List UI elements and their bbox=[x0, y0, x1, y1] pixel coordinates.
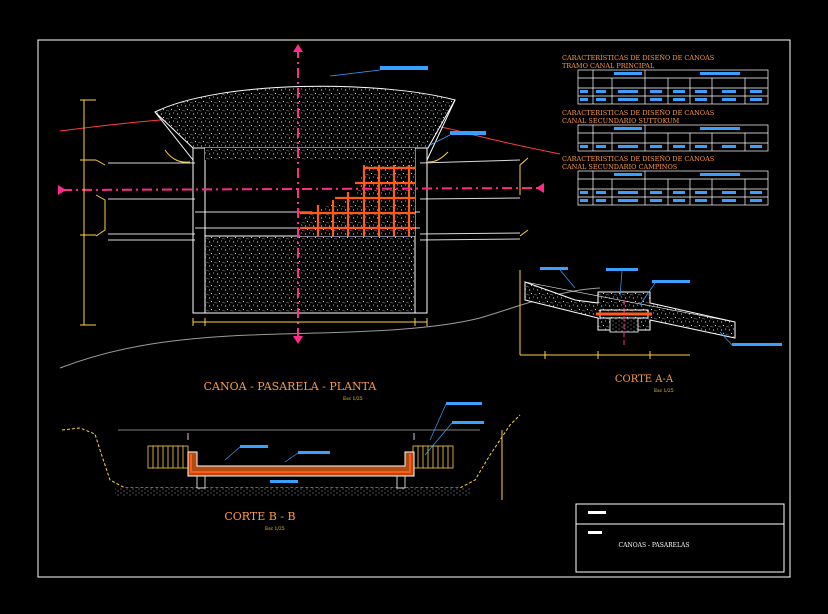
title-block-drawing-name: CANOAS - PASARELAS bbox=[619, 542, 690, 549]
section-a-a: CORTE A-A Esc 1/25 bbox=[519, 267, 782, 394]
table-2-subtitle: CANAL SECUNDARIO SUTTOKUM bbox=[562, 117, 680, 125]
plan-scale: Esc 1/25 bbox=[343, 396, 363, 402]
rebar-mesh bbox=[300, 165, 415, 236]
rock-fill-bottom bbox=[204, 235, 416, 314]
section-b-b: CORTE B - B Esc 1/25 bbox=[61, 402, 521, 532]
section-aa-scale: Esc 1/25 bbox=[654, 388, 674, 394]
section-bb-title: CORTE B - B bbox=[224, 510, 295, 523]
ground-line bbox=[59, 287, 601, 369]
section-bb-scale: Esc 1/25 bbox=[265, 526, 285, 532]
title-block: CANOAS - PASARELAS bbox=[575, 503, 785, 573]
table-3-title: CARACTERISTICAS DE DISEÑO DE CANOAS bbox=[562, 154, 714, 163]
table-1-title: CARACTERISTICAS DE DISEÑO DE CANOAS bbox=[562, 53, 714, 62]
table-2-title: CARACTERISTICAS DE DISEÑO DE CANOAS bbox=[562, 108, 714, 117]
table-1-subtitle: TRAMO CANAL PRINCIPAL bbox=[562, 62, 655, 70]
section-bb-terrain bbox=[61, 414, 521, 489]
plan-title: CANOA - PASARELA - PLANTA bbox=[204, 380, 378, 393]
rock-fill-top bbox=[154, 85, 456, 149]
section-aa-title: CORTE A-A bbox=[615, 374, 674, 385]
drawing-frame bbox=[37, 39, 791, 578]
table-3-subtitle: CANAL SECUNDARIO CAMPINOS bbox=[562, 163, 677, 171]
design-tables: CARACTERISTICAS DE DISEÑO DE CANOAS TRAM… bbox=[562, 53, 769, 206]
plan-view: CANOA - PASARELA - PLANTA Esc 1/25 bbox=[58, 44, 601, 402]
axis-horizontal bbox=[61, 187, 541, 191]
